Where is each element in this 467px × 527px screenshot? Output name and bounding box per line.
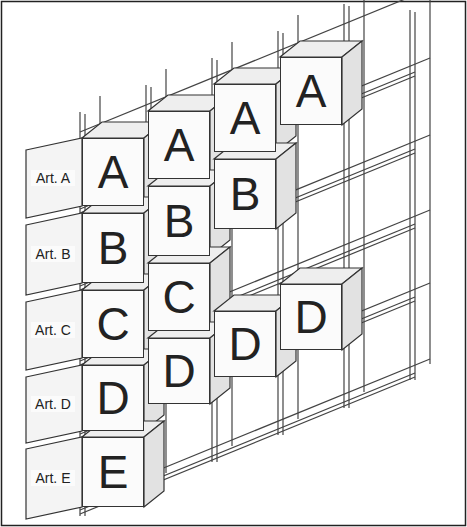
article-letter: B bbox=[98, 225, 129, 271]
article-label: Art. C bbox=[31, 322, 75, 338]
front-upright bbox=[414, 12, 415, 380]
storage-box: A bbox=[82, 138, 144, 206]
box-faces bbox=[26, 41, 362, 519]
label-plate bbox=[26, 138, 82, 218]
storage-box: E bbox=[82, 437, 144, 507]
article-letter: B bbox=[230, 171, 261, 217]
article-label: Art. E bbox=[31, 470, 75, 486]
article-letter: E bbox=[98, 449, 129, 495]
storage-box: B bbox=[82, 213, 144, 283]
storage-box: B bbox=[214, 159, 276, 229]
article-label: Art. B bbox=[31, 246, 75, 262]
article-letter: A bbox=[98, 149, 129, 195]
article-letter: A bbox=[164, 122, 195, 168]
storage-box: D bbox=[214, 311, 276, 377]
article-letter: D bbox=[162, 348, 195, 394]
back-upright bbox=[429, 0, 430, 364]
box-side bbox=[342, 41, 362, 125]
storage-box: A bbox=[214, 84, 276, 152]
box-side bbox=[276, 143, 296, 229]
storage-box: D bbox=[148, 338, 210, 404]
storage-box: D bbox=[280, 284, 342, 350]
box-side bbox=[342, 268, 362, 350]
article-label: Art. D bbox=[31, 396, 75, 412]
storage-box: A bbox=[148, 111, 210, 179]
article-letter: B bbox=[164, 198, 195, 244]
label-plate bbox=[26, 365, 82, 443]
article-letter: A bbox=[230, 95, 261, 141]
storage-box: D bbox=[82, 365, 144, 431]
storage-box: A bbox=[280, 57, 342, 125]
article-letter: D bbox=[294, 294, 327, 340]
article-letter: A bbox=[296, 68, 327, 114]
storage-box: C bbox=[82, 290, 144, 358]
article-label: Art. A bbox=[31, 170, 75, 186]
label-plate bbox=[26, 213, 82, 295]
back-upright bbox=[363, 0, 364, 392]
rack-frame bbox=[80, 0, 430, 516]
storage-box: B bbox=[148, 186, 210, 256]
box-side bbox=[144, 421, 164, 507]
storage-box: C bbox=[148, 263, 210, 331]
article-letter: D bbox=[228, 321, 261, 367]
article-letter: C bbox=[96, 301, 129, 347]
label-plate bbox=[26, 437, 82, 519]
article-letter: D bbox=[96, 375, 129, 421]
label-plate bbox=[26, 290, 82, 370]
article-letter: C bbox=[162, 274, 195, 320]
